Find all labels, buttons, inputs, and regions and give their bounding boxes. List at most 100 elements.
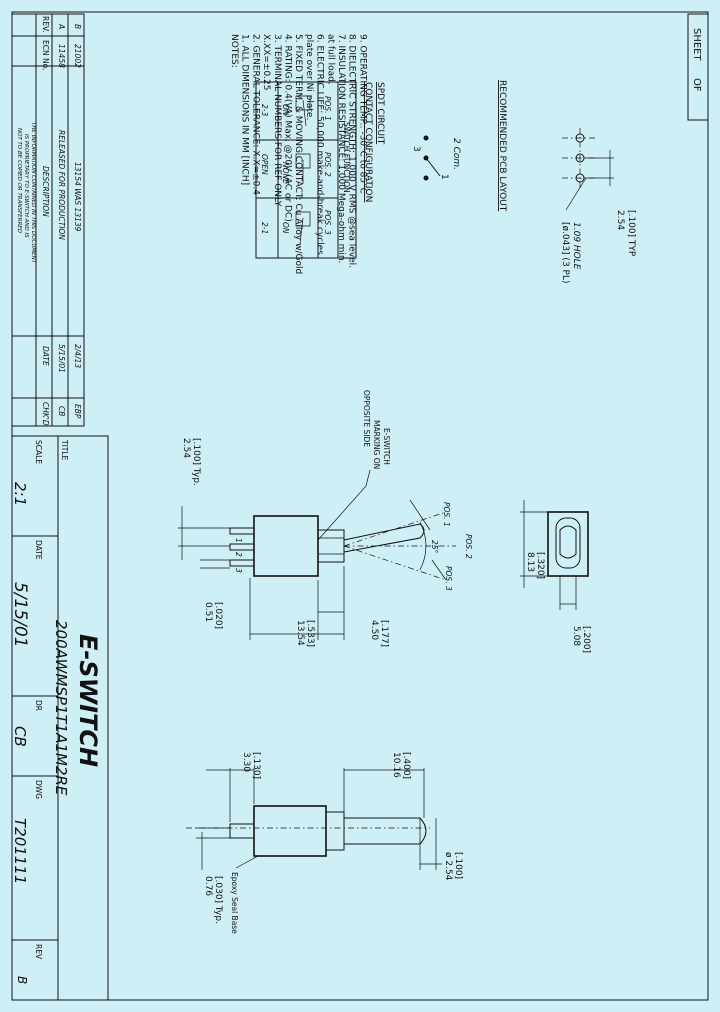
dwg-value: T201111 [11, 818, 29, 884]
dim-813-mm: 8.13 [525, 552, 535, 572]
notes: NOTES: 1. ALL DIMENSIONS IN MM [INCH] 2.… [229, 34, 367, 274]
lead-pitch-in: [.100] Typ. [191, 438, 201, 486]
scale-value: 2:1 [11, 482, 29, 506]
dim-508-in: [.200] [581, 626, 591, 653]
terminal-2-label: 2 [234, 552, 243, 557]
toggle-lever [343, 523, 425, 553]
pcb-hole-mm: 1.09 HOLE [571, 222, 581, 270]
com-label: 2 Com. [451, 138, 461, 170]
pos3-label: POS. 3 [444, 566, 453, 591]
dr-label: DR [34, 700, 43, 711]
terminal-1 [229, 527, 255, 535]
note-line: 9. OPERATING TEMP.: -30°C to 85°C [357, 34, 367, 194]
dim-076-in: [.030] Typ. [213, 876, 223, 924]
pos3-state: ON [281, 222, 290, 234]
pos-2-header: POS. 2 [323, 152, 332, 177]
rev-value: B [15, 976, 29, 984]
note-line: X.XX=±0.25 [261, 34, 271, 90]
pos2-state: NONE [281, 162, 290, 184]
toggle-top-icon [559, 525, 577, 559]
title-block: TITLE E-SWITCH 200AWMSP1T1A1M2RE SCALE 2… [10, 435, 109, 1001]
terminal-3-label: 3 [234, 568, 243, 573]
pcb-pitch-mm: 2.54 [615, 210, 625, 230]
circuit-title: SPDT CIRCUIT [375, 82, 385, 145]
top-view: 8.13 [.320] 5.08 [.200] [520, 500, 591, 653]
rev-b: B [73, 24, 82, 29]
toggle-pos1-icon [295, 95, 311, 127]
dim-450-mm: 4.50 [369, 620, 379, 640]
pos-1-header: POS. 1 [323, 96, 332, 121]
pcb-hole-3 [575, 173, 585, 183]
pcb-hole-in: [ø.043] (3 PL) [560, 222, 570, 283]
date-header: DATE [41, 346, 50, 366]
date-b: 2/4/13 [73, 344, 82, 368]
dim-051-in: [.020] [213, 602, 223, 629]
marking-line-1: E-SWITCH [382, 428, 391, 465]
toggle-front [343, 817, 427, 845]
ecn-b: 21002 [73, 44, 82, 68]
side-view: POS. 1 POS. 2 POS. 3 25° 1 2 3 E-SWITCH … [178, 390, 473, 647]
dr-value: CB [11, 726, 29, 747]
description-header: DESCRIPTION [41, 166, 50, 217]
dim-051-mm: 0.51 [203, 602, 213, 622]
chkd-b: EBP [73, 404, 82, 419]
desc-a: RELEASED FOR PRODUCTION [57, 130, 66, 240]
ecn-header: ECN No. [41, 40, 50, 70]
pin-1-label: 1 [439, 174, 449, 180]
dim-330-in: [.130] [251, 752, 261, 779]
dim-254-mm: ø 2.54 [443, 852, 453, 881]
pcb-hole-2 [575, 153, 585, 163]
note-line: 2. GENERAL TOLERANCE: X.X=±0.4 [250, 34, 260, 195]
scale-label: SCALE [34, 440, 43, 464]
front-view: 3.30 [.130] 10.16 [.400] ø 2.54 [.100] 0… [186, 752, 463, 934]
desc-b: 13154 WAS 13139 [73, 162, 82, 232]
epoxy-seal-label: Epoxy Seal Base [230, 872, 239, 934]
dim-508-mm: 5.08 [571, 626, 581, 646]
note-line: plate over Ni plate. [304, 34, 314, 120]
chkd-a: CB [57, 406, 66, 416]
dim-076-mm: 0.76 [203, 876, 213, 896]
front-terminals [229, 823, 255, 839]
circuit-subtitle: CONTACT CONFIGURATION [363, 82, 373, 202]
sheet-box [687, 13, 709, 121]
terminal-1-label: 1 [234, 538, 243, 543]
disclaimer-line: THE INFORMATION CONTAINED IN THIS DOCUME… [30, 122, 36, 264]
notes-title: NOTES: [229, 34, 239, 68]
disclaimer-line: IS PROPRIETARY TO E-SWITCH AND IS [23, 134, 29, 238]
note-line: at full load. [325, 34, 335, 85]
bushing [317, 529, 345, 563]
revision-table: REV. ECN No. DESCRIPTION DATE CHK'D A 11… [11, 13, 85, 427]
note-line: 4. RATING: 0.4(VA) Max. @20V (AC or DC) [283, 34, 293, 222]
disclaimer-line: NOT TO BE COPIED OR TRANSFERRED [16, 128, 22, 233]
terminal-3-icon [423, 135, 429, 141]
chkd-header: CHK'D [41, 402, 50, 426]
pcb-title: RECOMMENDED PCB LAYOUT [497, 80, 507, 212]
angle-label: 25° [430, 540, 439, 554]
rev-a: A [57, 23, 66, 29]
part-number: 200AWMSP1T1A1M2RE [52, 620, 70, 796]
note-line: 5. FIXED TERM. & MOVING CONTACT: Cu Allo… [293, 34, 303, 274]
title-label: TITLE [60, 439, 69, 461]
lead-pitch-mm: 2.54 [181, 438, 191, 458]
ecn-a: 11458 [57, 44, 66, 68]
pos1-state: ON [281, 104, 290, 116]
dim-1016-mm: 10.16 [391, 752, 401, 778]
pos-3-header: POS. 3 [323, 210, 332, 235]
marking-line-2: MARKING ON [372, 420, 381, 469]
terminal-3 [229, 559, 255, 567]
dim-1016-in: [.400] [401, 752, 411, 779]
pos1-label: POS. 1 [442, 502, 451, 527]
toggle-pos2-icon [295, 153, 311, 184]
note-line: 1. ALL DIMENSIONS IN MM [INCH] [240, 34, 250, 185]
rev-header: REV. [41, 16, 50, 33]
pcb-hole-1 [575, 133, 585, 143]
date-label: DATE [34, 540, 43, 560]
note-line: 6. ELECTRIC LIFE: 50,000 make-and-break … [315, 34, 325, 255]
toggle-pos3-icon [295, 211, 311, 245]
dim-330-mm: 3.30 [241, 752, 251, 772]
pos2-connection: OPEN [260, 154, 269, 175]
date-value: 5/15/01 [10, 582, 30, 648]
dim-1354-mm: 13.54 [295, 620, 305, 646]
pos2-label: POS. 2 [464, 534, 473, 559]
